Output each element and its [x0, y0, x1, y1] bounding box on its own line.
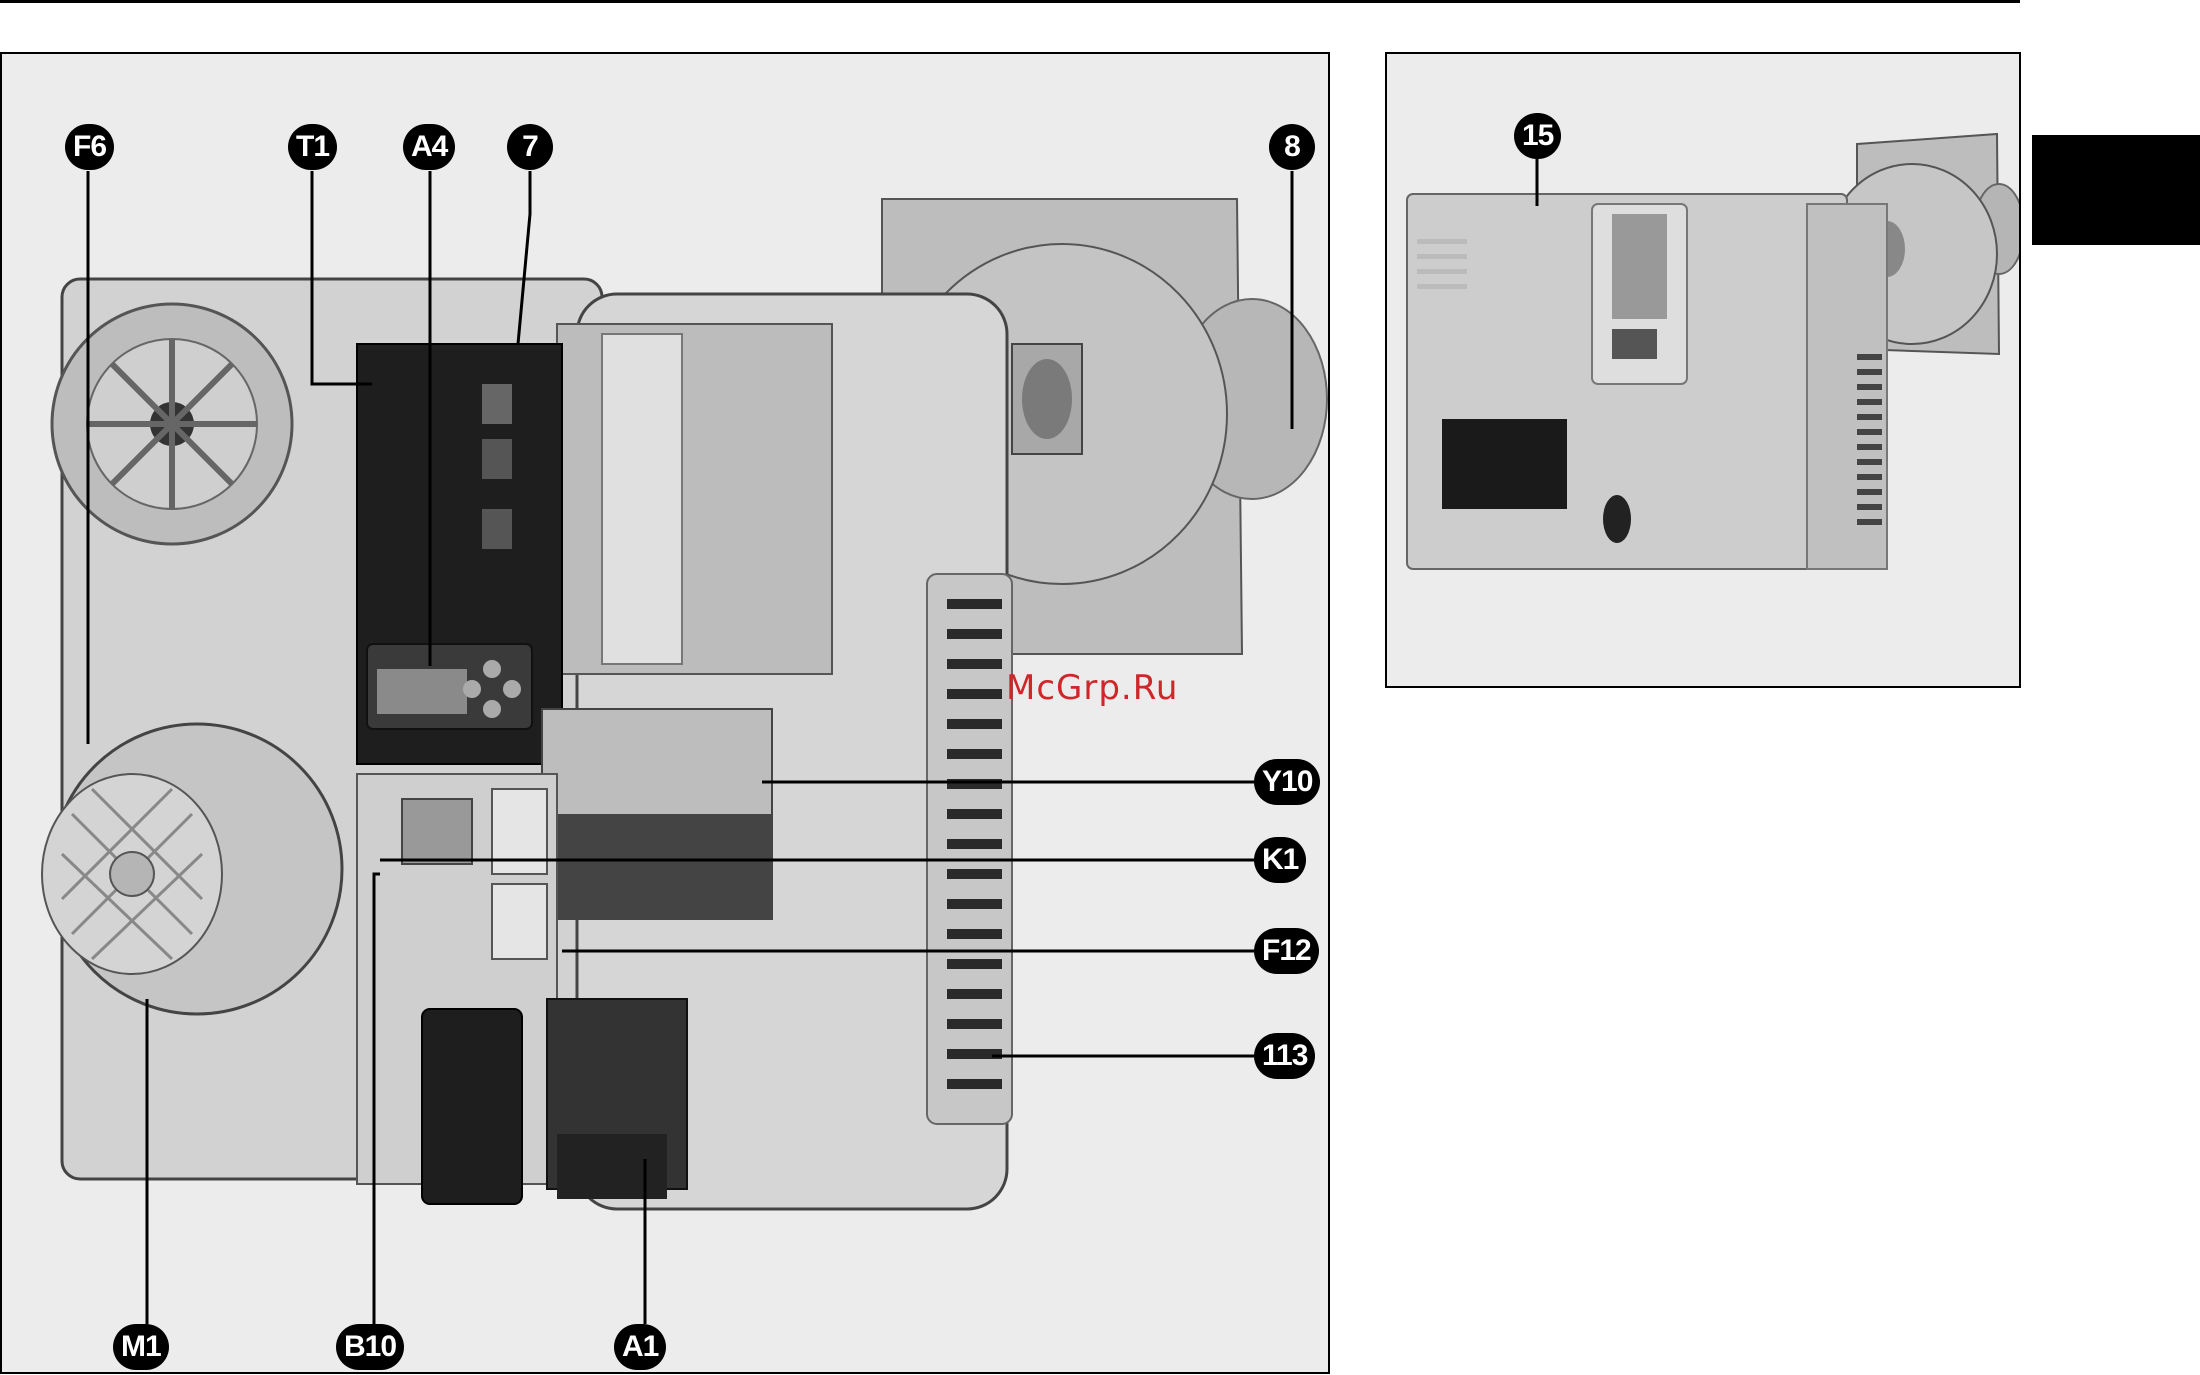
callout-15: 15: [1514, 113, 1561, 159]
top-rule: [0, 0, 2020, 3]
callout-F6: F6: [65, 124, 114, 170]
callout-B10: B10: [336, 1324, 404, 1370]
burner-closed-figure: 15: [1385, 52, 2021, 688]
chapter-tab: [2032, 135, 2200, 245]
callout-Y10: Y10: [1254, 759, 1320, 805]
callout-7: 7: [507, 124, 553, 170]
callout-T1: T1: [288, 124, 337, 170]
callout-F12: F12: [1254, 928, 1319, 974]
burner-open-illustration: [2, 54, 1330, 1374]
callout-A1: A1: [614, 1324, 666, 1370]
callout-113: 113: [1254, 1033, 1315, 1079]
callout-A4: A4: [403, 124, 455, 170]
burner-closed-illustration: [1387, 54, 2021, 688]
callout-K1: K1: [1254, 837, 1306, 883]
burner-open-figure: F6 T1 A4 7 8 Y10 K1 F12 113 M1 B10 A1: [0, 52, 1330, 1374]
callout-8: 8: [1269, 124, 1315, 170]
callout-M1: M1: [113, 1324, 169, 1370]
watermark: McGrp.Ru: [1006, 668, 1178, 708]
